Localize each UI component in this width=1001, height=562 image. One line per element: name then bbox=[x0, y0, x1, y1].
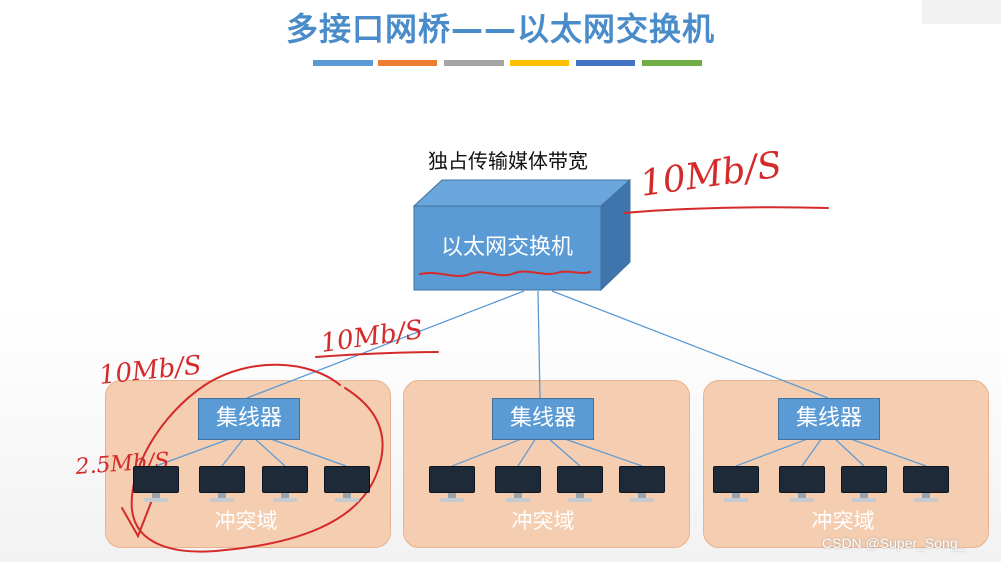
bandwidth-caption: 独占传输媒体带宽 bbox=[428, 149, 588, 173]
mid-underline bbox=[315, 351, 439, 358]
link-switch-hub-2 bbox=[537, 290, 541, 399]
computer-icon bbox=[199, 466, 245, 506]
color-bar-3 bbox=[444, 60, 504, 66]
hub-2: 集线器 bbox=[492, 398, 594, 440]
hub-links-2 bbox=[451, 437, 643, 467]
computer-icon bbox=[133, 466, 179, 506]
collision-domain-label-1: 冲突域 bbox=[214, 509, 278, 533]
computer-icon bbox=[557, 466, 603, 506]
link-switch-hub-1 bbox=[246, 290, 525, 399]
hub-links-1 bbox=[155, 437, 347, 467]
watermark: CSDN @Super_Song_ bbox=[822, 535, 966, 551]
right-underline bbox=[623, 206, 829, 214]
hub-links-3 bbox=[735, 437, 927, 467]
hub-3: 集线器 bbox=[778, 398, 880, 440]
color-bar-1 bbox=[313, 60, 373, 66]
slide-title: 多接口网桥——以太网交换机 bbox=[285, 10, 715, 48]
collision-domain-label-3: 冲突域 bbox=[811, 509, 875, 533]
collision-domain-label-2: 冲突域 bbox=[511, 509, 575, 533]
collision-circle bbox=[130, 363, 384, 553]
hub-1: 集线器 bbox=[198, 398, 300, 440]
color-bar-6 bbox=[642, 60, 702, 66]
computer-icon bbox=[713, 466, 759, 506]
switch-label: 以太网交换机 bbox=[440, 235, 573, 260]
switch-top-face bbox=[412, 179, 632, 207]
computer-icon bbox=[429, 466, 475, 506]
computer-icon bbox=[779, 466, 825, 506]
annotation-left: 10Mb/S bbox=[98, 350, 203, 391]
handwriting-ink bbox=[121, 206, 829, 553]
computer-icon bbox=[262, 466, 308, 506]
check-mark bbox=[121, 499, 153, 539]
color-bar-4 bbox=[510, 60, 569, 66]
computer-icon bbox=[903, 466, 949, 506]
computer-icon bbox=[841, 466, 887, 506]
computer-icon bbox=[495, 466, 541, 506]
color-bar-5 bbox=[576, 60, 635, 66]
color-bar-2 bbox=[378, 60, 437, 66]
computer-icon bbox=[324, 466, 370, 506]
link-switch-hub-3 bbox=[551, 290, 829, 399]
annotation-right: 10Mb/S bbox=[638, 144, 785, 204]
computer-icon bbox=[619, 466, 665, 506]
switch-underline-scribble bbox=[419, 270, 591, 277]
corner-panel bbox=[922, 0, 1001, 24]
